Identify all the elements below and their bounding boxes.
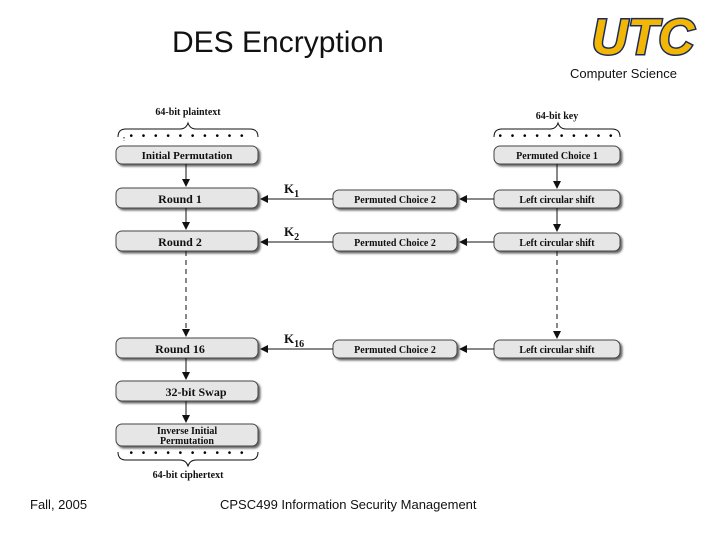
footer-course: CPSC499 Information Security Management bbox=[220, 497, 477, 512]
key-k1-label: K1 bbox=[284, 181, 299, 200]
round-2-label: Round 2 bbox=[158, 235, 202, 249]
round-1-label: Round 1 bbox=[158, 192, 202, 206]
ciphertext-label: 64-bit ciphertext bbox=[153, 470, 224, 481]
swap-label: 32-bit Swap bbox=[165, 385, 226, 399]
initial-permutation-label: Initial Permutation bbox=[142, 150, 233, 162]
department-label: Computer Science bbox=[570, 66, 677, 81]
shift-label-16: Left circular shift bbox=[519, 345, 595, 356]
key-schedule-arrows bbox=[459, 164, 561, 353]
slide-title: DES Encryption bbox=[172, 26, 384, 59]
shift-label-1: Left circular shift bbox=[519, 195, 595, 206]
shift-label-2: Left circular shift bbox=[519, 238, 595, 249]
ciphertext-bits: • • • • • • • • • • bbox=[129, 448, 246, 459]
inverse-permutation-line1: Inverse Initial bbox=[157, 426, 218, 437]
key-label: 64-bit key bbox=[536, 111, 579, 122]
round-1-box bbox=[115, 187, 259, 209]
footer-date: Fall, 2005 bbox=[30, 497, 88, 512]
pc2-label-1: Permuted Choice 2 bbox=[354, 195, 436, 206]
inverse-permutation-line2: Permutation bbox=[160, 436, 214, 447]
round-2-box bbox=[115, 230, 259, 252]
subkey-arrows bbox=[260, 195, 333, 353]
logo-text: UTC bbox=[592, 9, 696, 60]
pc2-label-2: Permuted Choice 2 bbox=[354, 238, 436, 249]
key-k2-label: K2 bbox=[284, 224, 299, 243]
inverse-permutation-box bbox=[115, 423, 259, 447]
plaintext-brace bbox=[117, 121, 259, 141]
plaintext-bits: • • • • • • • • • • bbox=[129, 131, 246, 142]
key-brace bbox=[493, 121, 621, 138]
utc-logo: UTC bbox=[590, 8, 697, 60]
ciphertext-brace bbox=[117, 451, 259, 468]
pc1-label: Permuted Choice 1 bbox=[516, 151, 598, 162]
key-k16-label: K16 bbox=[284, 331, 304, 350]
pc2-label-16: Permuted Choice 2 bbox=[354, 345, 436, 356]
plaintext-label: 64-bit plaintext bbox=[155, 107, 221, 118]
swap-box bbox=[115, 380, 259, 402]
round-16-label: Round 16 bbox=[155, 342, 205, 356]
initial-permutation-box bbox=[115, 145, 259, 165]
key-bits: • • • • • • • • • • bbox=[498, 131, 615, 142]
round-16-box bbox=[115, 337, 259, 359]
